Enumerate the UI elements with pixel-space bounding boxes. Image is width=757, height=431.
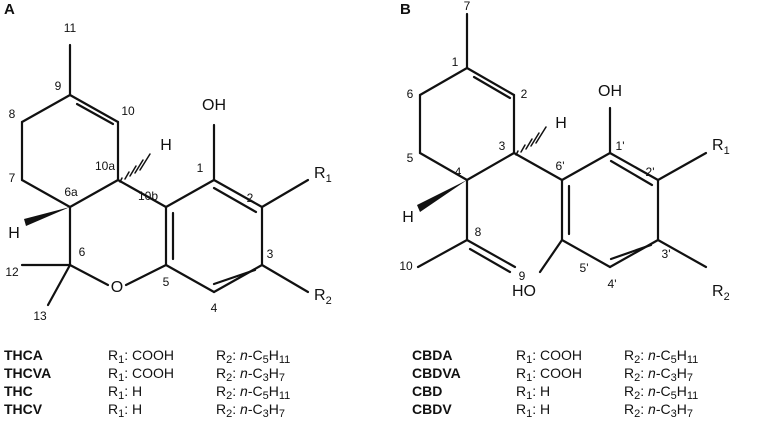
atom-num: 1' bbox=[616, 139, 625, 153]
atom-num: 4 bbox=[211, 301, 218, 315]
atom-num: 3 bbox=[267, 247, 274, 261]
compound-r1: R1: H bbox=[108, 383, 142, 402]
panel-a: A bbox=[4, 1, 332, 420]
compound-r1: R1: H bbox=[516, 401, 550, 420]
cbd-skeleton-bonds bbox=[416, 12, 708, 274]
panel-b: B bbox=[399, 0, 729, 420]
r1-label-b: R1 bbox=[712, 137, 730, 157]
atom-num: 8 bbox=[9, 107, 16, 121]
hashed-bond-10a-h bbox=[119, 153, 151, 183]
atom-num: 9 bbox=[519, 269, 526, 283]
atom-num: 8 bbox=[475, 225, 482, 239]
atom-num: 4' bbox=[608, 277, 617, 291]
compound-table-b: CBDA R1: COOH R2: n-C5H11 CBDVA R1: COOH… bbox=[412, 347, 698, 420]
compound-r1: R1: COOH bbox=[516, 365, 582, 384]
compound-row: CBDV R1: H R2: n-C3H7 bbox=[412, 401, 693, 420]
h-10a-label: H bbox=[160, 137, 172, 154]
atom-num: 7 bbox=[9, 171, 16, 185]
wedge-bond-6a-h bbox=[24, 207, 70, 226]
compound-r1: R1: H bbox=[108, 401, 142, 420]
atom-num: 6 bbox=[407, 87, 414, 101]
h-3-label: H bbox=[555, 115, 567, 132]
compound-name: THCA bbox=[4, 347, 43, 363]
atom-num: 6' bbox=[556, 159, 565, 173]
atom-num: 2' bbox=[646, 165, 655, 179]
atom-num: 10 bbox=[399, 259, 413, 273]
atom-num: 9 bbox=[55, 79, 62, 93]
compound-name: CBDV bbox=[412, 401, 452, 417]
panel-a-label: A bbox=[4, 1, 15, 18]
compound-r2: R2: n-C5H11 bbox=[624, 383, 698, 402]
compound-r1: R1: COOH bbox=[516, 347, 582, 366]
atom-num: 7 bbox=[464, 0, 471, 13]
ring-oxygen-label: O bbox=[111, 279, 123, 296]
atom-num: 3 bbox=[499, 139, 506, 153]
compound-row: THC R1: H R2: n-C5H11 bbox=[4, 383, 290, 402]
atom-num: 2 bbox=[247, 191, 254, 205]
atom-num: 12 bbox=[5, 265, 19, 279]
compound-r2: R2: n-C3H7 bbox=[216, 365, 285, 384]
compound-row: THCV R1: H R2: n-C3H7 bbox=[4, 401, 285, 420]
atom-num: 11 bbox=[64, 21, 77, 35]
atom-num: 2 bbox=[521, 87, 528, 101]
r2-label: R2 bbox=[314, 287, 332, 307]
compound-name: THC bbox=[4, 383, 33, 399]
atom-numbering-b: 7 1 2 6 3 5 4 6' 1' 2' 8 3' 5' 4' 10 9 bbox=[399, 0, 670, 291]
atom-num: 10b bbox=[138, 189, 158, 203]
compound-r1: R1: H bbox=[516, 383, 550, 402]
atom-num: 10a bbox=[95, 159, 115, 173]
compound-r1: R1: COOH bbox=[108, 347, 174, 366]
atom-num: 1 bbox=[197, 161, 204, 175]
atom-num: 10 bbox=[121, 104, 135, 118]
hydroxyl-top-label: OH bbox=[598, 83, 622, 100]
compound-table-a: THCA R1: COOH R2: n-C5H11 THCVA R1: COOH… bbox=[4, 347, 290, 420]
compound-name: CBDA bbox=[412, 347, 452, 363]
atom-numbering-a: 11 9 10 8 10a 7 6a 10b 1 2 3 6 5 4 12 13 bbox=[5, 21, 273, 323]
hashed-bond-3-h bbox=[515, 126, 547, 156]
compound-r2: R2: n-C3H7 bbox=[624, 365, 693, 384]
r2-label-b: R2 bbox=[712, 283, 730, 303]
thc-skeleton-bonds bbox=[20, 43, 310, 307]
compound-row: CBDA R1: COOH R2: n-C5H11 bbox=[412, 347, 698, 366]
h-6a-label: H bbox=[8, 225, 20, 242]
hydroxyl-label: OH bbox=[202, 97, 226, 114]
compound-row: THCVA R1: COOH R2: n-C3H7 bbox=[4, 365, 285, 384]
atom-num: 13 bbox=[33, 309, 47, 323]
compound-r2: R2: n-C5H11 bbox=[624, 347, 698, 366]
atom-num: 5 bbox=[407, 151, 414, 165]
compound-r1: R1: COOH bbox=[108, 365, 174, 384]
compound-name: CBD bbox=[412, 383, 442, 399]
compound-name: THCV bbox=[4, 401, 43, 417]
atom-num: 6a bbox=[64, 185, 78, 199]
h-4-label: H bbox=[402, 209, 414, 226]
compound-name: CBDVA bbox=[412, 365, 461, 381]
compound-r2: R2: n-C5H11 bbox=[216, 383, 290, 402]
wedge-bond-4-h bbox=[417, 180, 467, 212]
atom-num: 5' bbox=[580, 261, 589, 275]
compound-row: CBD R1: H R2: n-C5H11 bbox=[412, 383, 698, 402]
compound-r2: R2: n-C5H11 bbox=[216, 347, 290, 366]
panel-b-label: B bbox=[400, 1, 411, 18]
compound-name: THCVA bbox=[4, 365, 51, 381]
r1-label: R1 bbox=[314, 165, 332, 185]
atom-num: 1 bbox=[452, 55, 459, 69]
compound-r2: R2: n-C3H7 bbox=[216, 401, 285, 420]
hydroxyl-bottom-label: HO bbox=[512, 283, 536, 300]
atom-num: 4 bbox=[455, 165, 462, 179]
compound-row: CBDVA R1: COOH R2: n-C3H7 bbox=[412, 365, 693, 384]
atom-num: 6 bbox=[79, 245, 86, 259]
atom-num: 3' bbox=[662, 247, 671, 261]
atom-num: 5 bbox=[163, 275, 170, 289]
compound-row: THCA R1: COOH R2: n-C5H11 bbox=[4, 347, 290, 366]
compound-r2: R2: n-C3H7 bbox=[624, 401, 693, 420]
